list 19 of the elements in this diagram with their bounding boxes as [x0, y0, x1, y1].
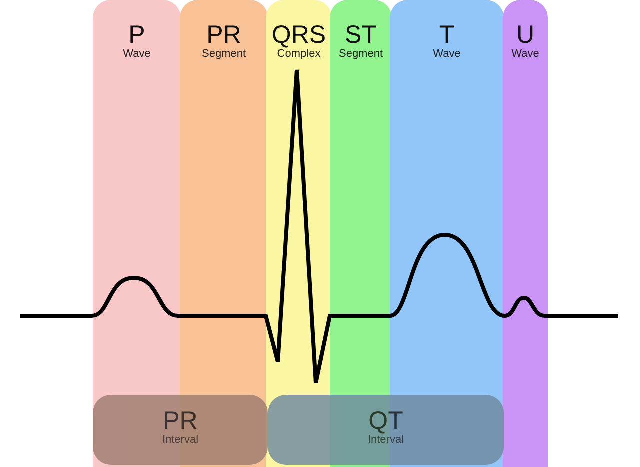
wave-description: Interval — [366, 434, 406, 447]
wave-band — [503, 0, 548, 467]
wave-name: PR — [162, 408, 199, 434]
interval-box — [93, 395, 268, 465]
wave-description: Wave — [510, 48, 540, 61]
wave-description: Complex — [276, 48, 322, 61]
interval-box — [268, 395, 504, 465]
wave-name: QT — [368, 408, 404, 434]
wave-description: Wave — [122, 48, 152, 61]
wave-name: PR — [206, 22, 242, 48]
wave-name: U — [515, 22, 536, 48]
wave-name: ST — [344, 22, 378, 48]
wave-description: Segment — [200, 48, 248, 61]
wave-name: QRS — [270, 22, 328, 48]
wave-description: Interval — [161, 434, 200, 447]
wave-name: P — [128, 22, 146, 48]
wave-name: T — [438, 22, 456, 48]
wave-description: Wave — [432, 48, 462, 61]
wave-description: Segment — [338, 48, 384, 61]
